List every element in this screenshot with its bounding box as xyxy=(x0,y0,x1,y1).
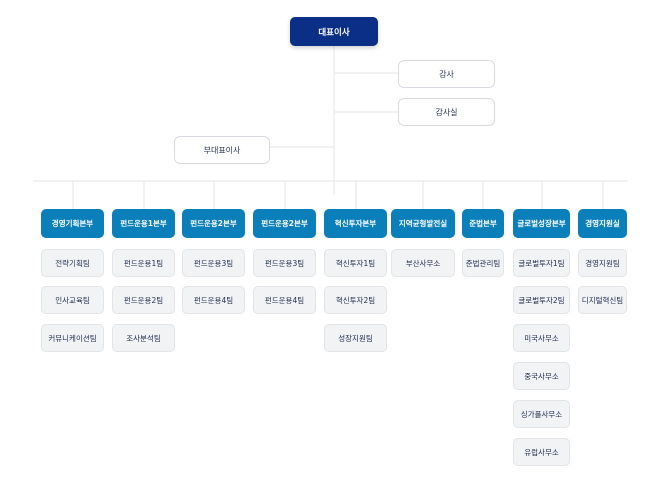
team-box[interactable]: 글로벌투자1팀 xyxy=(513,249,570,277)
team-box[interactable]: 전략기획팀 xyxy=(41,249,104,277)
team-box[interactable]: 펀드운용3팀 xyxy=(253,249,316,277)
division-header[interactable]: 경영기획본부 xyxy=(41,209,104,238)
division-header[interactable]: 펀드운용2본부 xyxy=(253,209,316,238)
team-box[interactable]: 싱가폴사무소 xyxy=(513,400,570,428)
ceo-box[interactable]: 대표이사 xyxy=(290,17,378,46)
team-box[interactable]: 펀드운용2팀 xyxy=(112,286,175,314)
team-box[interactable]: 펀드운용3팀 xyxy=(182,249,245,277)
vice-ceo-box[interactable]: 부대표이사 xyxy=(174,136,270,164)
team-box[interactable]: 펀드운용4팀 xyxy=(253,286,316,314)
team-box[interactable]: 성장지원팀 xyxy=(324,324,387,352)
team-box[interactable]: 조사분석팀 xyxy=(112,324,175,352)
team-box[interactable]: 유럽사무소 xyxy=(513,438,570,466)
team-box[interactable]: 미국사무소 xyxy=(513,324,570,352)
team-box[interactable]: 펀드운용4팀 xyxy=(182,286,245,314)
team-box[interactable]: 커뮤니케이션팀 xyxy=(41,324,104,352)
team-box[interactable]: 혁신투자1팀 xyxy=(324,249,387,277)
team-box[interactable]: 글로벌투자2팀 xyxy=(513,286,570,314)
team-box[interactable]: 인사교육팀 xyxy=(41,286,104,314)
division-header[interactable]: 펀드운용1본부 xyxy=(112,209,175,238)
team-box[interactable]: 준법관리팀 xyxy=(462,249,504,277)
team-box[interactable]: 부산사무소 xyxy=(391,249,455,277)
division-header[interactable]: 글로벌성장본부 xyxy=(513,209,570,238)
division-header[interactable]: 지역균형발전실 xyxy=(391,209,455,238)
division-header[interactable]: 펀드운용2본부 xyxy=(182,209,245,238)
audit-box[interactable]: 감사 xyxy=(398,60,495,88)
division-header[interactable]: 혁신투자본부 xyxy=(324,209,387,238)
team-box[interactable]: 혁신투자2팀 xyxy=(324,286,387,314)
audit-office-box[interactable]: 감사실 xyxy=(398,98,495,126)
team-box[interactable]: 디지털혁신팀 xyxy=(578,286,627,314)
division-header[interactable]: 준법본부 xyxy=(462,209,504,238)
team-box[interactable]: 펀드운용1팀 xyxy=(112,249,175,277)
team-box[interactable]: 경영지원팀 xyxy=(578,249,627,277)
team-box[interactable]: 중국사무소 xyxy=(513,362,570,390)
division-header[interactable]: 경영지원실 xyxy=(578,209,627,238)
